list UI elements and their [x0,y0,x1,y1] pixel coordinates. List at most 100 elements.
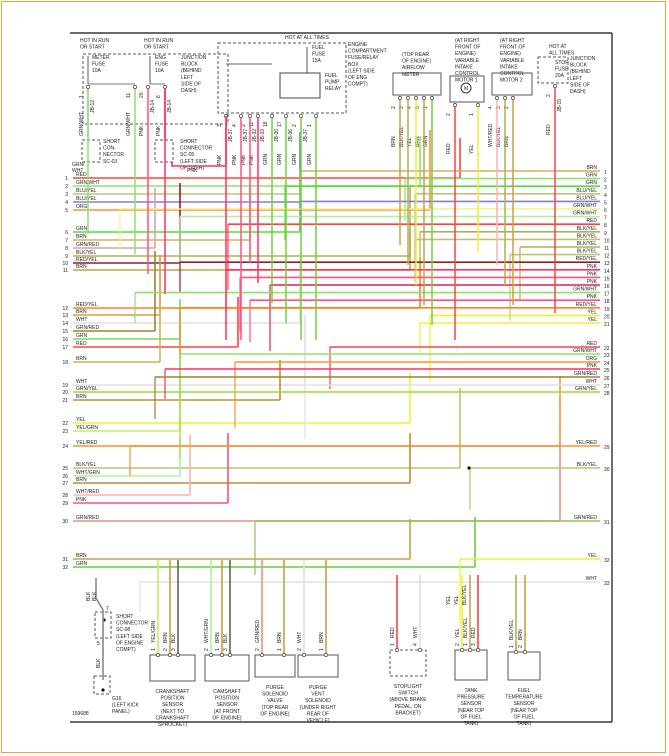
connector-pin [511,96,515,100]
wire-color-label: GRN [277,154,283,166]
sc-08-label: (LEFT SIDE [116,634,144,640]
right-row-label: YEL [588,309,598,315]
wire-color-label: YEL [469,144,475,154]
sc-05-label: SHORT [180,139,197,145]
right-row-label: PNK [587,363,598,369]
right-row-label: GRN [586,173,598,179]
purge-vent-solenoid-label: VENT [311,692,324,698]
connector-pin [422,96,426,100]
pin-number: 1 [151,648,157,651]
pin-number: 2 [292,124,298,127]
left-row-label: YEL/RED [76,440,98,446]
camshaft-position-sensor-label: (AT FRONT [214,709,240,715]
left-row-label: BRN [76,356,87,362]
wire-color-label: BRN [319,632,325,643]
vic-motor-1-caption: INTAKE [455,64,473,70]
connector-pin [156,653,160,657]
sc-03-wire-label: WHT [72,168,83,174]
wire-color-label: BLK/YEL [399,126,405,147]
connector-pin [228,653,232,657]
wire-color-label: YEL [407,137,413,147]
left-row-number: 21 [62,398,68,404]
vic-motor-1-caption: CONTROL [455,71,480,77]
vic-motor-2-caption: INTAKE [500,64,518,70]
left-row-label: GRN [76,333,88,339]
tank-wire-upper-label: YEL [446,595,452,605]
right-row-label: GRN [586,180,598,186]
crankshaft-position-sensor-label: SENSOR [162,702,184,708]
connector-pin [146,85,150,89]
connector-pin [220,653,224,657]
pin-number: 4 [407,106,413,109]
connector-id: JB-32 [252,129,258,142]
stop-fuse-junction-label: SIDE OF [570,82,590,88]
eng-fuse-caption: HOT IN RUN [144,38,173,44]
wire-color-label: PNK [139,125,145,136]
pin-number: 17 [277,121,283,127]
vic-motor-1-caption: (AT RIGHT [455,38,480,44]
stop-fuse-label: FUSE [555,67,569,73]
right-row-number: 25 [604,368,610,374]
right-row-number: 14 [604,269,610,275]
left-row-number: 16 [62,337,68,343]
stop-fuse-label: STOP [555,60,569,66]
sc-08-wire-label: BLK [86,591,92,601]
sc-03-label: SC-03 [103,159,117,165]
purge-solenoid-valve-label: PURGE [266,685,284,691]
left-row-label: GRN [76,226,88,232]
airflow-meter-caption: (TOP REAR [402,52,429,58]
right-row-number: 11 [604,246,609,252]
right-row-number: 23 [604,353,610,359]
pin-number: 2 [518,645,524,648]
wire-color-label: BLK [223,633,229,643]
left-row-number: 28 [62,493,68,499]
stop-fuse-label: 20A [555,73,565,79]
connector-id: JB-36 [288,129,294,142]
tank-pressure-sensor-label: TANK [465,688,479,694]
wire-color-label: BRN [163,632,169,643]
sc-05-label: OF DASH) [180,165,204,171]
left-row-number: 22 [62,421,68,427]
vic-motor-2-caption: (AT RIGHT [500,38,525,44]
right-row-number: 9 [604,231,607,237]
left-row-number: 17 [62,345,68,351]
connector-pin [503,96,507,100]
right-row-number: 12 [604,254,610,260]
right-row-number: 32 [604,558,610,564]
connector-pin [256,114,260,118]
left-row-number: 9 [65,254,68,260]
stoplight-switch-label: STOPLIGHT [394,684,422,690]
wire-color-label: PNK [217,154,223,165]
left-row-number: 7 [65,238,68,244]
left-row-label: BLK/YEL [76,462,97,468]
right-row-number: 1 [604,170,607,176]
connector-pin [260,653,264,657]
engine-compartment-label: ENGINE [348,42,368,48]
tank-wire-upper-label: BLK/YEL [462,584,468,605]
pin-number: 5 [415,106,421,109]
fuel-pump-relay [279,72,321,99]
splice-dot [101,688,105,692]
wire-color-label: BRN [504,136,510,147]
connector-pin [324,653,328,657]
connector-pin [398,96,402,100]
right-row-label: BLK/YEL [577,226,598,232]
left-row-label: BRN [76,264,87,270]
pin-number: 2 [241,124,247,127]
sc-05-label: CONNECTOR [180,146,213,152]
tank-pressure-sensor-label: (NEAR TOP [457,708,485,714]
junction-block-box [82,53,229,125]
purge-solenoid-valve-label: (TOP REAR [261,705,288,711]
right-row-number: 8 [604,223,607,229]
wire-color-label: RED [546,124,552,135]
pin-number: 4 [232,124,238,127]
left-row-number: 15 [62,329,68,335]
vic-motor-1-box [449,75,485,103]
left-row-number: 24 [62,444,68,450]
sc-08-label: SC-08 [116,627,130,633]
connector-pin [239,114,243,118]
pin-number: 18 [263,121,269,127]
right-row-label: WHT [586,576,597,582]
pin-number: 4 [488,106,494,109]
